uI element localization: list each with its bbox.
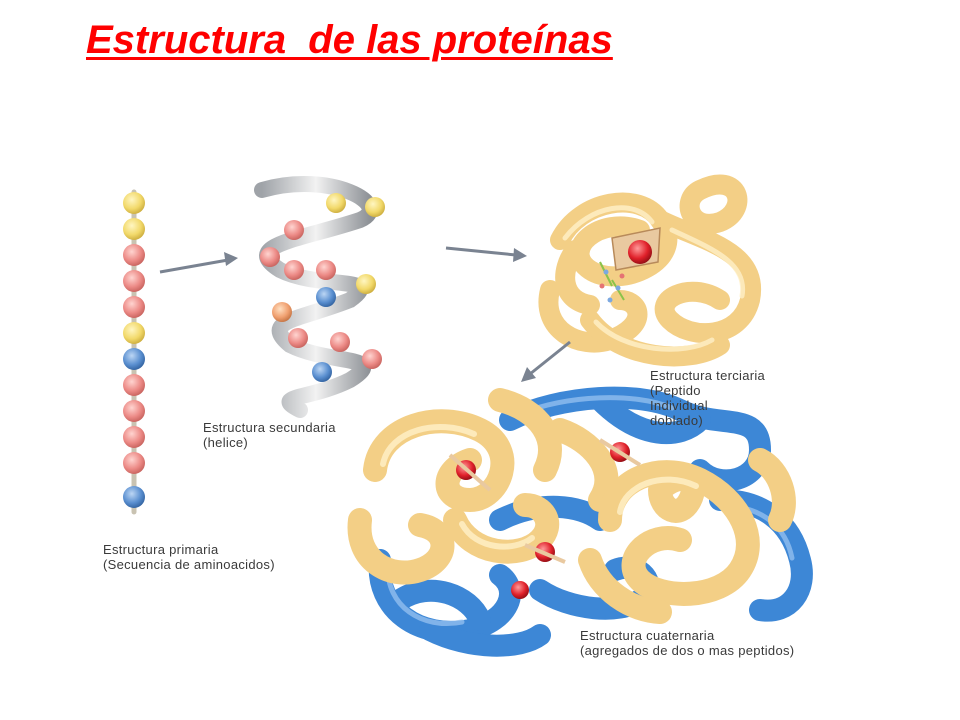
helix-bead (316, 287, 336, 307)
caption-primary-structure: Estructura primaria (Secuencia de aminoa… (103, 542, 275, 572)
amino-acid-bead (123, 270, 145, 292)
caption-line: Individual (650, 398, 708, 413)
helix-bead (365, 197, 385, 217)
caption-line: Estructura terciaria (650, 368, 766, 383)
caption-line: Estructura primaria (103, 542, 219, 557)
amino-acid-bead (123, 218, 145, 240)
amino-acid-bead (123, 296, 145, 318)
helix-bead (356, 274, 376, 294)
amino-acid-bead (123, 452, 145, 474)
amino-acid-bead (123, 322, 145, 344)
primary-structure-chain (123, 189, 145, 515)
heme-group (448, 453, 492, 492)
helix-bead (260, 247, 280, 267)
caption-line: (Secuencia de aminoacidos) (103, 557, 275, 572)
arrow-primary-to-secondary (159, 252, 238, 274)
tertiary-highlight (562, 205, 746, 352)
helix-bead (330, 332, 350, 352)
tertiary-heme-group (599, 227, 661, 303)
amino-acid-bead (123, 348, 145, 370)
secondary-structure-helix (254, 175, 385, 418)
amino-acid-bead (123, 374, 145, 396)
slide-title: Estructura de las proteínas (86, 18, 613, 62)
caption-line: Estructura cuaternaria (580, 628, 715, 643)
caption-line: Estructura secundaria (203, 420, 336, 435)
helix-bead (284, 220, 304, 240)
heme-group (524, 542, 566, 564)
caption-line: (agregados de dos o mas peptidos) (580, 643, 795, 658)
quaternary-gold-highlights (380, 424, 699, 550)
helix-bead (272, 302, 292, 322)
caption-tertiary-structure: Estructura terciaria (Peptido Individual… (650, 368, 765, 428)
tertiary-structure-fold (538, 174, 762, 367)
caption-line: (helice) (203, 435, 249, 450)
caption-quaternary-structure: Estructura cuaternaria (agregados de dos… (580, 628, 794, 658)
helix-bead (326, 193, 346, 213)
amino-acid-bead (123, 192, 145, 214)
helix-bead (284, 260, 304, 280)
caption-line: doblado) (650, 413, 703, 428)
helix-bead (312, 362, 332, 382)
quaternary-gold-chains (347, 388, 796, 624)
amino-acid-bead (123, 486, 145, 508)
helix-bead (316, 260, 336, 280)
caption-secondary-structure: Estructura secundaria (helice) (203, 420, 336, 450)
heme-group (598, 438, 642, 467)
quaternary-structure-aggregate (347, 386, 813, 657)
arrow-secondary-to-tertiary (445, 246, 527, 262)
amino-acid-bead (123, 400, 145, 422)
arrow-tertiary-to-quaternary (521, 340, 571, 382)
amino-acid-bead (123, 426, 145, 448)
helix-bead (362, 349, 382, 369)
heme-group (511, 581, 529, 599)
amino-acid-bead (123, 244, 145, 266)
helix-bead (288, 328, 308, 348)
caption-line: (Peptido (650, 383, 701, 398)
